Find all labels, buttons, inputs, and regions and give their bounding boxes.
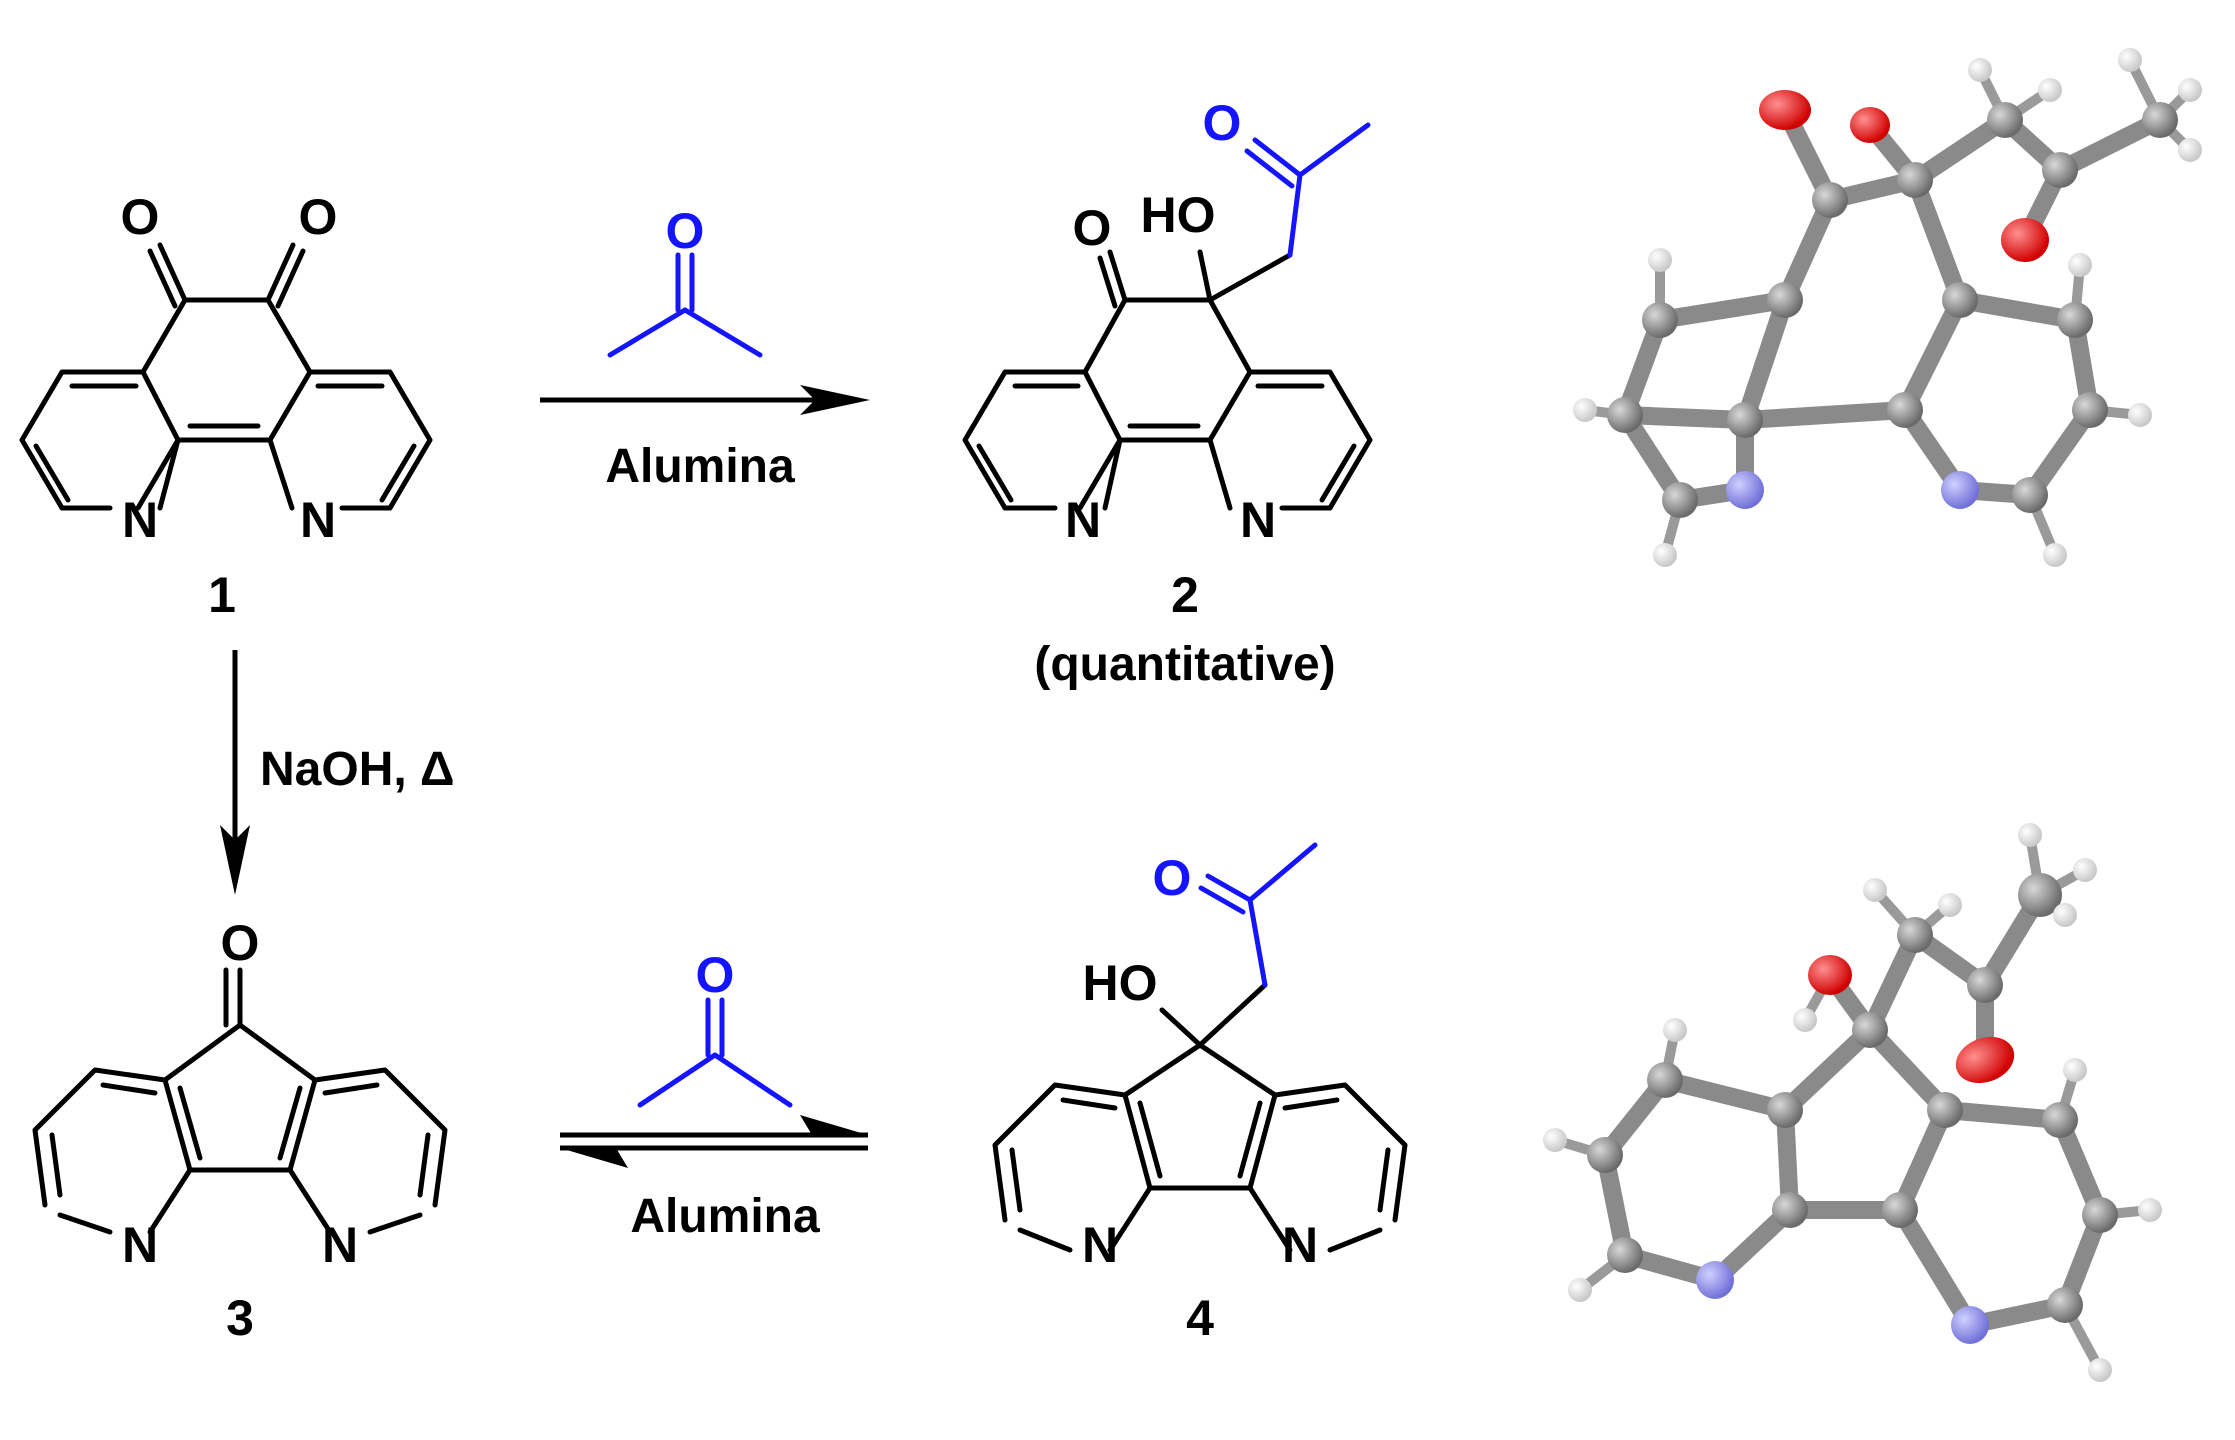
compound-4-acetone-part <box>1198 842 1318 988</box>
down-reagent-label: NaOH, Δ <box>260 743 455 796</box>
compound-1-oxygen-right: O <box>299 189 338 245</box>
top-acetone-oxygen: O <box>666 203 705 259</box>
compound-2-ketone-oxygen: O <box>1073 200 1112 256</box>
compound-2-structure <box>962 249 1373 511</box>
compound-2-hydroxyl: HO <box>1141 187 1216 243</box>
compound-1-oxygen-left: O <box>121 189 160 245</box>
compound-4-nitrogen-left: N <box>1082 1217 1118 1273</box>
compound-3-label: 3 <box>226 1290 254 1346</box>
compound-2-acetone-part <box>1244 122 1371 258</box>
compound-1-nitrogen-left: N <box>122 492 158 548</box>
compound-2-label: 2 <box>1171 567 1199 623</box>
compound-2-acetone-oxygen: O <box>1203 95 1242 151</box>
top-reaction-arrow <box>540 385 870 415</box>
compound-1-structure <box>19 242 433 511</box>
compound-3-nitrogen-right: N <box>322 1217 358 1273</box>
compound-4-acetone-oxygen: O <box>1153 850 1192 906</box>
compound-4-label: 4 <box>1186 1290 1214 1346</box>
compound-2-yield: (quantitative) <box>1034 638 1335 691</box>
crystal-structure-compound-4 <box>1543 823 2162 1382</box>
top-acetone-reagent <box>607 252 763 358</box>
compound-1-nitrogen-right: N <box>300 492 336 548</box>
equilibrium-arrows <box>560 1115 868 1168</box>
bottom-acetone-reagent <box>637 997 793 1108</box>
compound-4-nitrogen-right: N <box>1282 1217 1318 1273</box>
compound-3-oxygen: O <box>221 915 260 971</box>
compound-4-hydroxyl: HO <box>1083 955 1158 1011</box>
compound-2-nitrogen-right: N <box>1240 492 1276 548</box>
top-reagent-label: Alumina <box>605 440 795 493</box>
down-reaction-arrow <box>220 650 250 895</box>
crystal-structure-compound-2 <box>1573 48 2202 567</box>
compound-1-label: 1 <box>208 567 236 623</box>
compound-3-nitrogen-left: N <box>122 1217 158 1273</box>
compound-3-structure <box>32 967 448 1235</box>
bottom-reagent-label: Alumina <box>630 1190 820 1243</box>
compound-4-structure <box>992 982 1408 1253</box>
compound-2-nitrogen-left: N <box>1065 492 1101 548</box>
bottom-acetone-oxygen: O <box>696 947 735 1003</box>
